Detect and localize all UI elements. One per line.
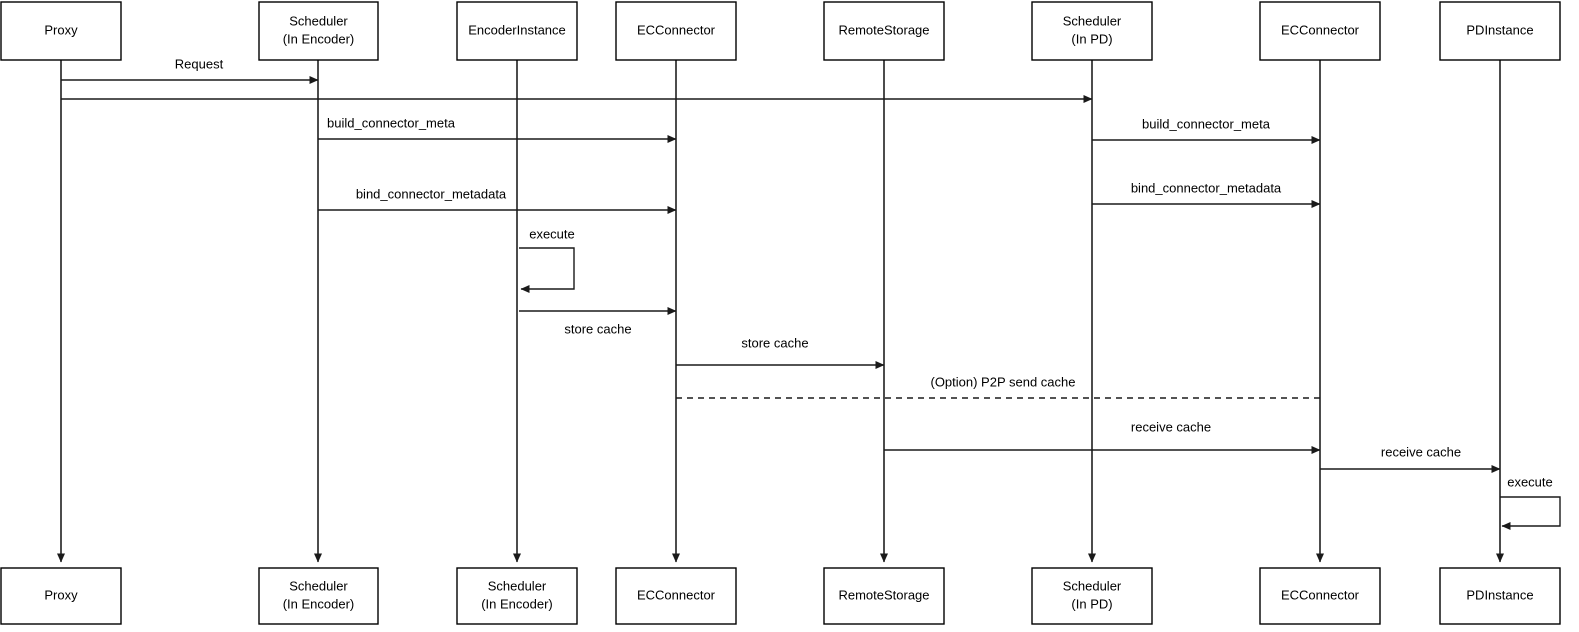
self-message-label: execute [529,226,575,241]
participant-bottom-label-line1: Scheduler [488,578,547,593]
participant-top-rect [0,1,122,61]
participant-top-label: Proxy [44,22,78,37]
participant-top-encoder_inst[interactable]: EncoderInstance [456,1,578,61]
message-label: (Option) P2P send cache [930,374,1075,389]
participant-top-rect [456,1,578,61]
bottom-participant-boxes: Proxy Scheduler (In Encoder) Scheduler (In E… [0,567,1561,625]
self-message-path [519,247,575,293]
participant-top-label-line1: Scheduler [289,13,348,28]
message-m4[interactable]: build_connector_meta [1092,116,1321,144]
participant-top-ecc_pd[interactable]: ECConnector [1259,1,1381,61]
message-label: Request [175,56,224,71]
participant-top-sched_pd[interactable]: Scheduler (In PD) [1031,1,1153,61]
message-m3[interactable]: build_connector_meta [318,115,677,143]
participant-bottom-label: ECConnector [1281,587,1360,602]
self-messages-layer: execute execute [519,226,1561,530]
participant-top-rect [1259,1,1381,61]
participant-bottom-label: Proxy [44,587,78,602]
participant-bottom-label-line1: Scheduler [289,578,348,593]
participant-bottom-ecc_pd[interactable]: ECConnector [1259,567,1381,625]
participant-bottom-label: PDInstance [1466,587,1533,602]
participant-bottom-encoder_inst[interactable]: Scheduler (In Encoder) [456,567,578,625]
participant-bottom-remote[interactable]: RemoteStorage [823,567,945,625]
participant-bottom-rect [0,567,122,625]
message-label: build_connector_meta [1142,116,1271,131]
participant-top-rect [1439,1,1561,61]
participant-bottom-label: RemoteStorage [838,587,929,602]
participant-top-label: ECConnector [637,22,716,37]
participant-bottom-label: ECConnector [637,587,716,602]
message-label: build_connector_meta [327,115,456,130]
participant-bottom-rect [1031,567,1153,625]
self-message-path [1500,496,1561,530]
message-m7[interactable]: store cache [519,307,677,336]
message-label: bind_connector_metadata [1131,180,1282,195]
participant-bottom-pd_inst[interactable]: PDInstance [1439,567,1561,625]
participant-bottom-rect [615,567,737,625]
participant-bottom-label-line2: (In Encoder) [283,596,355,611]
participant-top-label: EncoderInstance [468,22,566,37]
self-message-s1[interactable]: execute [519,226,575,293]
participant-top-sched_enc[interactable]: Scheduler (In Encoder) [258,1,379,61]
participant-bottom-label-line1: Scheduler [1063,578,1122,593]
participant-bottom-rect [258,567,379,625]
message-label: bind_connector_metadata [356,186,507,201]
participant-bottom-label-line2: (In PD) [1071,596,1112,611]
self-message-label: execute [1507,474,1553,489]
message-label: receive cache [1131,419,1211,434]
message-m1[interactable]: Request [61,56,319,84]
participant-top-label-line1: Scheduler [1063,13,1122,28]
message-m6[interactable]: bind_connector_metadata [1092,180,1321,208]
participant-bottom-sched_enc[interactable]: Scheduler (In Encoder) [258,567,379,625]
participant-top-label-line2: (In Encoder) [283,31,355,46]
participant-top-label: RemoteStorage [838,22,929,37]
participant-bottom-rect [1259,567,1381,625]
participant-top-rect [615,1,737,61]
message-m11[interactable]: receive cache [1320,444,1501,473]
participant-top-rect [258,1,379,61]
participant-bottom-proxy[interactable]: Proxy [0,567,122,625]
message-m9[interactable]: (Option) P2P send cache [676,374,1320,399]
message-m8[interactable]: store cache [676,335,885,369]
participant-bottom-ecc_enc[interactable]: ECConnector [615,567,737,625]
message-label: store cache [741,335,808,350]
participant-top-remote[interactable]: RemoteStorage [823,1,945,61]
message-label: receive cache [1381,444,1461,459]
message-m5[interactable]: bind_connector_metadata [318,186,677,214]
self-message-s2[interactable]: execute [1500,474,1561,530]
participant-top-ecc_enc[interactable]: ECConnector [615,1,737,61]
participant-top-rect [1031,1,1153,61]
participant-bottom-rect [1439,567,1561,625]
participant-bottom-label-line2: (In Encoder) [481,596,553,611]
participant-top-rect [823,1,945,61]
top-participant-boxes: Proxy Scheduler (In Encoder) EncoderInstanc… [0,1,1561,61]
participant-top-label-line2: (In PD) [1071,31,1112,46]
participant-bottom-sched_pd[interactable]: Scheduler (In PD) [1031,567,1153,625]
participant-top-label: ECConnector [1281,22,1360,37]
participant-top-pd_inst[interactable]: PDInstance [1439,1,1561,61]
message-m10[interactable]: receive cache [884,419,1321,454]
lifelines-layer [57,60,1504,563]
participant-bottom-rect [823,567,945,625]
participant-top-label: PDInstance [1466,22,1533,37]
participant-top-proxy[interactable]: Proxy [0,1,122,61]
messages-layer: Request build_connector_meta build_connect… [61,56,1501,473]
participant-bottom-rect [456,567,578,625]
message-label: store cache [564,321,631,336]
